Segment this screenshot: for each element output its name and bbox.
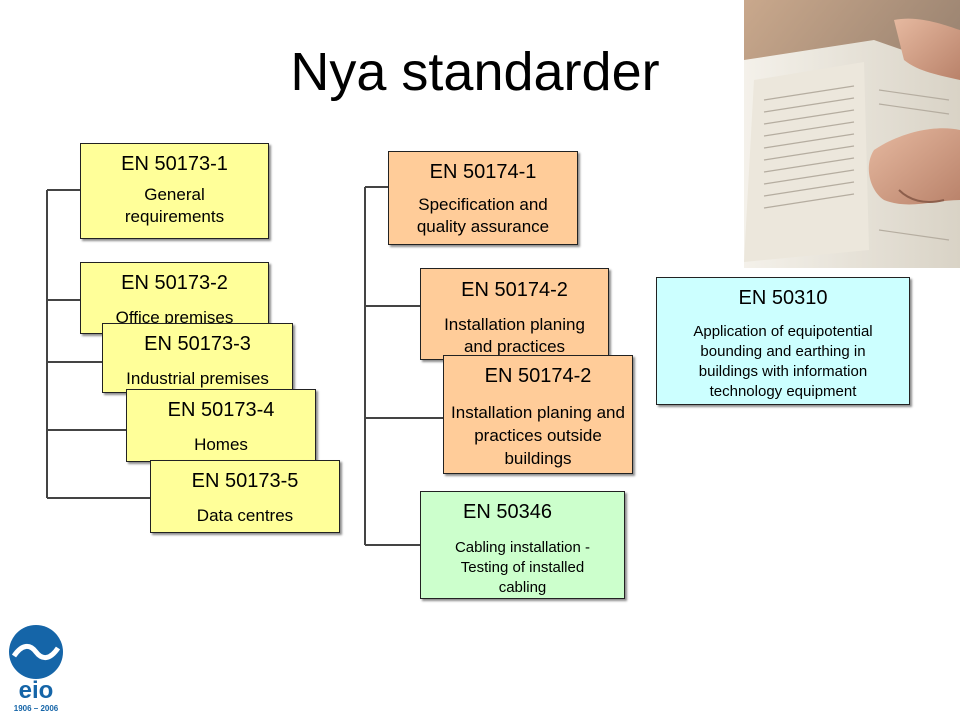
standard-desc: Installation planing and practices [444, 315, 585, 356]
standard-box-en50174-2-outside: EN 50174-2 Installation planing and prac… [443, 355, 633, 474]
standard-box-en50173-2: EN 50173-2 Office premises [80, 262, 269, 334]
standard-code: EN 50310 [738, 287, 828, 309]
book-photo [744, 0, 960, 268]
standard-box-en50310: EN 50310 Application of equipotential bo… [656, 277, 910, 405]
standard-desc: Industrial premises [126, 369, 269, 388]
standard-box-en50346: EN 50346 Cabling installation - Testing … [420, 491, 625, 599]
standard-desc: Application of equipotential bounding an… [693, 323, 873, 400]
standard-code: EN 50173-1 [121, 153, 228, 175]
standard-box-en50173-5: EN 50173-5 Data centres [150, 460, 340, 533]
standard-code: EN 50174-2 [484, 365, 592, 387]
standard-code: EN 50174-1 [429, 161, 537, 183]
logo-text: eio [19, 677, 54, 704]
standard-desc: Cabling installation - Testing of instal… [454, 539, 591, 596]
standard-desc: General requirements [124, 185, 225, 226]
standard-desc: Homes [194, 435, 248, 454]
standard-box-en50174-1: EN 50174-1 Specification and quality ass… [388, 151, 578, 245]
standard-code: EN 50346 [463, 501, 552, 523]
standard-box-en50173-1: EN 50173-1 General requirements [80, 143, 269, 239]
eio-logo: eio 1906 – 2006 [6, 622, 68, 714]
slide-title: Nya standarder [290, 42, 660, 102]
standard-box-en50174-2: EN 50174-2 Installation planing and prac… [420, 268, 609, 360]
logo-years: 1906 – 2006 [14, 704, 59, 713]
standard-desc: Office premises [115, 308, 234, 327]
standard-code: EN 50173-2 [121, 272, 228, 294]
standard-box-en50173-4: EN 50173-4 Homes [126, 389, 316, 462]
standard-code: EN 50173-3 [144, 333, 251, 355]
standard-box-en50173-3: EN 50173-3 Industrial premises [102, 323, 293, 393]
standard-code: EN 50174-2 [461, 279, 568, 301]
standard-desc: Installation planing and practices outsi… [451, 403, 625, 468]
standard-code: EN 50173-5 [191, 470, 299, 492]
standard-desc: Data centres [196, 506, 294, 525]
standard-code: EN 50173-4 [167, 399, 275, 421]
standard-desc: Specification and quality assurance [416, 195, 550, 236]
